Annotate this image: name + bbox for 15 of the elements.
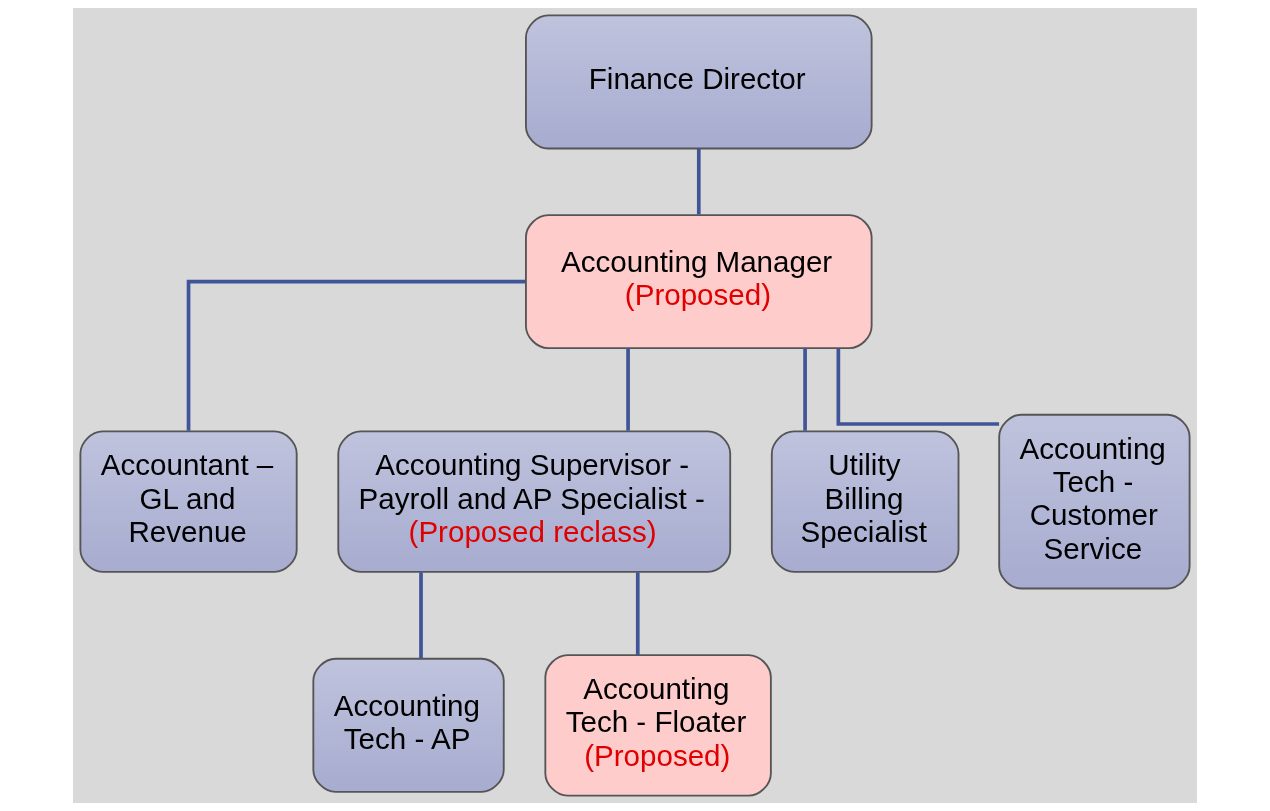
node-box: Accounting Supervisor - Payroll and AP Specialist - (Proposed reclass) (337, 430, 732, 573)
connector (803, 348, 807, 431)
node-box: Accounting Manager (Proposed) (525, 214, 873, 350)
node-box: Finance Director (525, 14, 873, 150)
node-box: Accounting Tech - AP (312, 657, 505, 793)
connector (186, 279, 526, 431)
node-box: Accounting Tech - Customer Service (998, 413, 1191, 590)
connector (635, 572, 640, 655)
connector (836, 348, 1000, 426)
node-box: Utility Billing Specialist (770, 430, 960, 573)
node-box: Accountant – GL and Revenue (79, 430, 298, 573)
connector (419, 572, 423, 659)
connector (626, 348, 630, 431)
node-box: Accounting Tech - Floater (Proposed) (544, 654, 772, 797)
connector (696, 149, 701, 215)
